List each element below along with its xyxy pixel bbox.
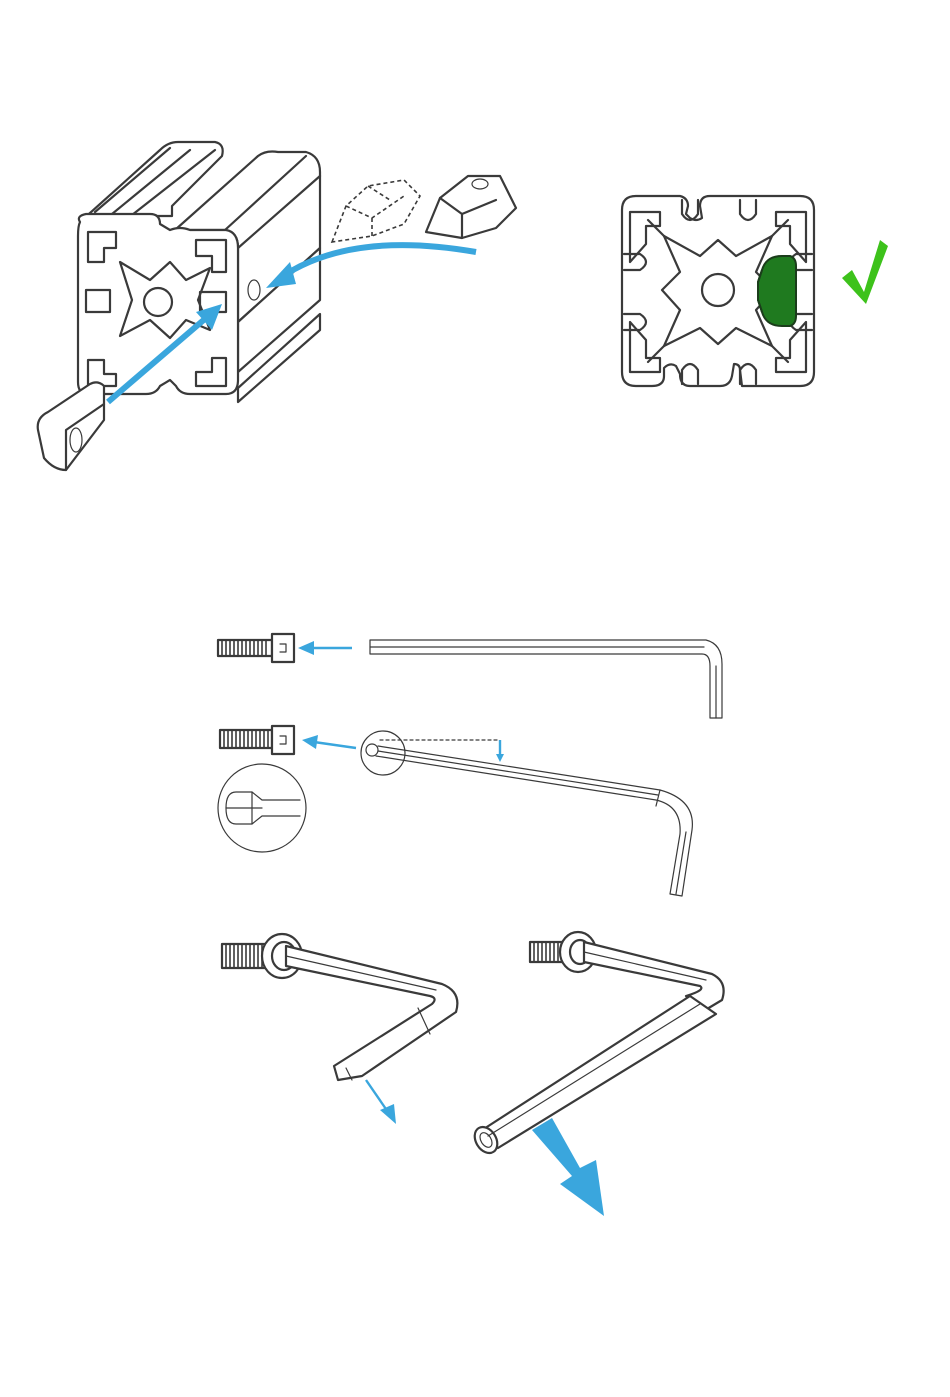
turn-arrow-small: [366, 1080, 396, 1124]
check-icon: [842, 240, 888, 304]
hex-key-in-screw: [222, 934, 457, 1080]
socket-head-screw-2: [220, 726, 294, 754]
arrow-insert-ball-key: [302, 735, 504, 762]
ghost-t-nut: [332, 180, 420, 242]
figure-insert-tnut: [38, 142, 516, 470]
arrow-insert-key: [298, 641, 352, 655]
hex-key-ball-end: [361, 731, 692, 896]
seated-t-nut: [758, 256, 796, 326]
figure-hex-key: [218, 634, 724, 1216]
hex-key-straight: [370, 640, 722, 718]
hex-key-with-extension-tube: [470, 932, 724, 1157]
t-nut-topview: [426, 176, 516, 238]
turn-arrow: [532, 1118, 604, 1216]
ball-end-detail: [218, 764, 306, 852]
figure-tnut-seated: [622, 196, 888, 386]
socket-head-screw: [218, 634, 294, 662]
t-nut: [38, 382, 104, 470]
